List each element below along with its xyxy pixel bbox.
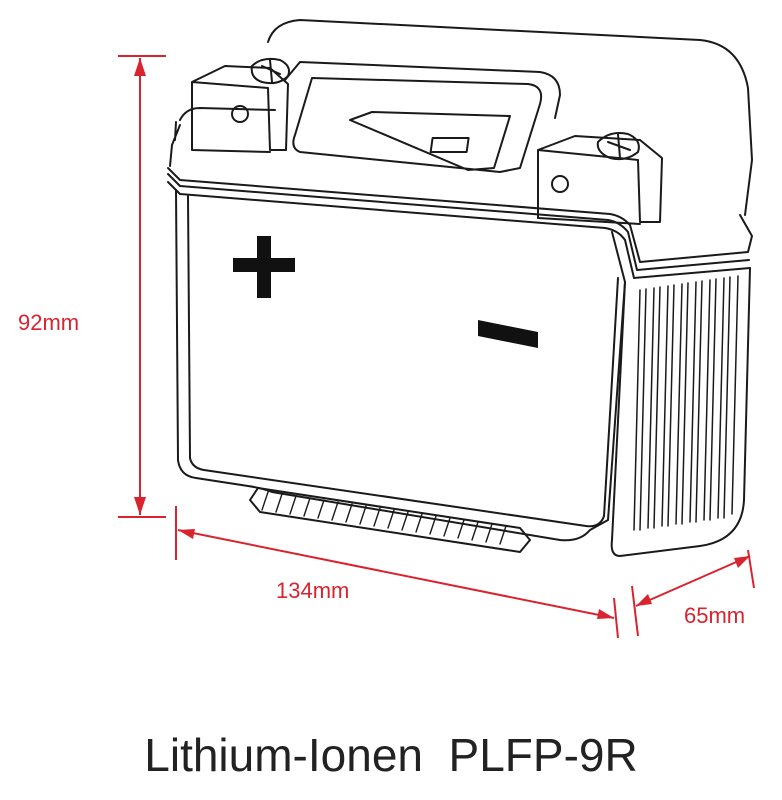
terminal-negative-bolt	[596, 132, 640, 161]
top-shell	[169, 107, 276, 167]
terminal-positive-hole	[231, 105, 249, 123]
top-rim-2	[167, 173, 750, 271]
dimension-lines	[118, 55, 755, 639]
top-rim	[167, 167, 753, 263]
caption-spacer	[423, 729, 449, 781]
positive-symbol	[233, 236, 295, 298]
display-led	[429, 137, 470, 153]
display-window	[349, 111, 511, 171]
front-face	[175, 189, 626, 542]
side-ribs	[633, 275, 739, 531]
bottom-vent-slots	[261, 491, 507, 545]
top-rim-3	[167, 181, 751, 279]
handle	[267, 19, 753, 216]
terminal-positive-bolt	[250, 57, 290, 85]
depth-dimension-label: 65mm	[684, 603, 745, 628]
terminal-negative-hole	[551, 175, 569, 193]
product-caption: Lithium-Ionen PLFP-9R	[0, 728, 782, 782]
product-model: PLFP-9R	[448, 729, 638, 781]
front-face-inner	[187, 195, 619, 528]
product-type: Lithium-Ionen	[144, 729, 423, 781]
width-dimension-label: 134mm	[276, 578, 349, 603]
terminal-positive-block	[191, 65, 289, 153]
battery-drawing	[167, 19, 753, 557]
handle-slot	[292, 77, 543, 173]
bottom-vent-frame	[249, 487, 531, 553]
handle-inner	[284, 61, 561, 119]
polarity-symbols	[233, 236, 538, 348]
terminal-negative-block	[537, 135, 663, 225]
height-dimension-label: 92mm	[18, 310, 79, 335]
side-face	[610, 267, 751, 557]
negative-symbol	[478, 320, 538, 348]
